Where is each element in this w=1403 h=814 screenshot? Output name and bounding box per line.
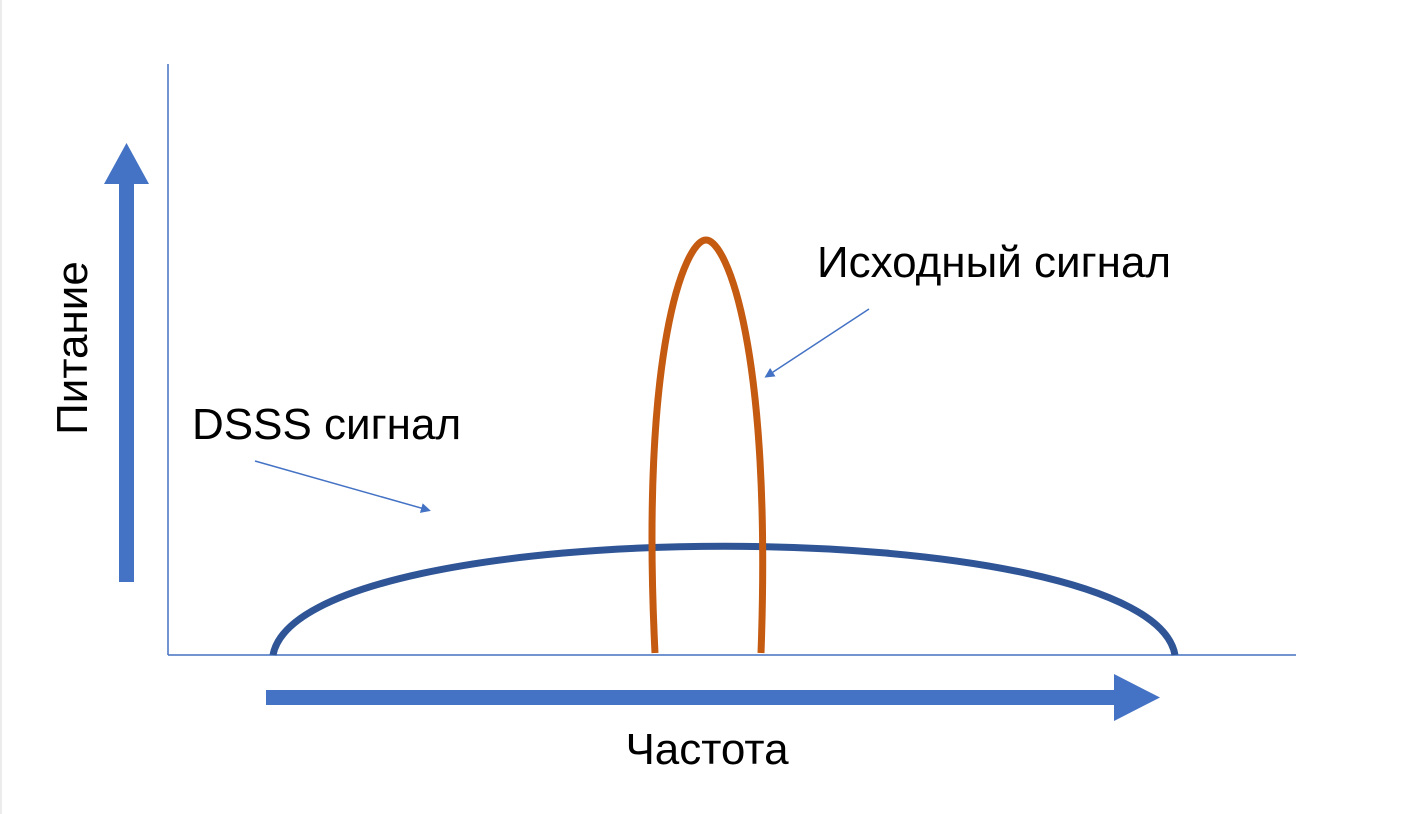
dsss-signal-curve — [269, 542, 1179, 656]
original-signal-pointer — [764, 308, 870, 378]
dsss-signal-pointer — [254, 460, 431, 513]
x-axis-label: Частота — [625, 725, 789, 774]
original-signal-curve — [648, 236, 767, 654]
original-signal-label: Исходный сигнал — [817, 238, 1171, 287]
frequency-arrow-icon — [266, 674, 1160, 721]
y-axis-label: Питание — [48, 261, 97, 435]
dsss-signal-label: DSSS сигнал — [192, 400, 461, 449]
power-arrow-shaft — [119, 180, 134, 582]
frequency-arrow-shaft — [266, 690, 1118, 705]
power-arrow-icon — [104, 143, 149, 582]
frequency-arrow-head — [1114, 674, 1160, 721]
power-arrow-head — [104, 143, 149, 184]
